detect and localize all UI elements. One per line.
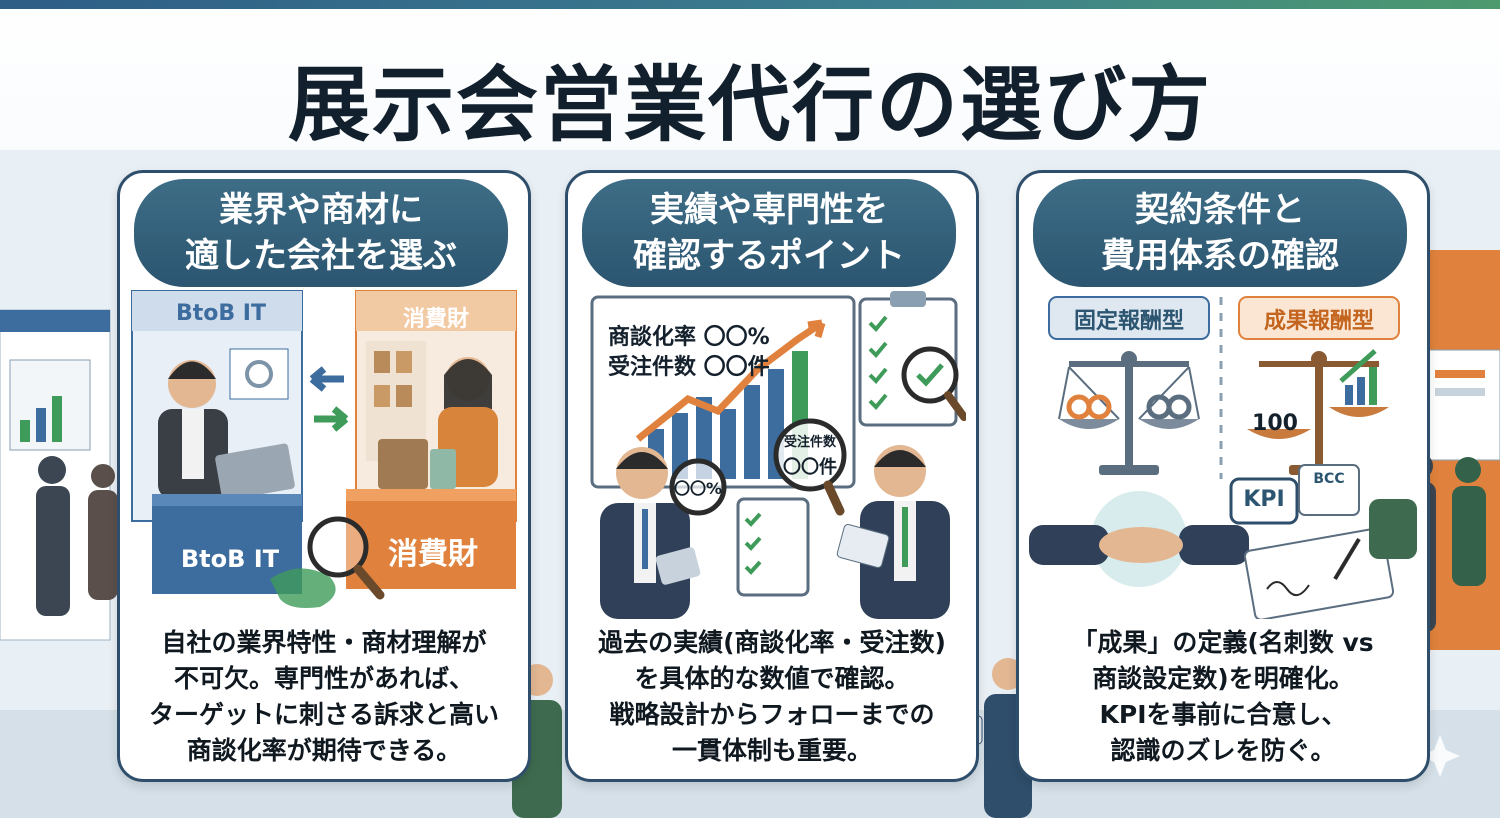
lens-rate-label: 〇〇% xyxy=(673,479,723,498)
card-industry-fit: 業界や商材に 適した会社を選ぶ xyxy=(117,170,531,782)
top-accent-bar xyxy=(0,0,1500,9)
card-heading-line2: 適した会社を選ぶ xyxy=(185,236,457,276)
desc-line: KPIを事前に合意し、 xyxy=(1099,700,1347,729)
counter-label-consumer-goods: 消費財 xyxy=(388,537,478,572)
contract-illustration: 固定報酬型 成果報酬型 100 KPI BCC xyxy=(1029,289,1417,621)
scale-value: 100 xyxy=(1252,411,1298,436)
desc-line: 一貫体制も重要。 xyxy=(671,736,872,765)
counter-label-btob-it: BtoB IT xyxy=(180,545,280,573)
board-conversion-rate: 商談化率 〇〇% xyxy=(608,325,770,350)
desc-line: 戦略設計からフォローまでの xyxy=(609,700,935,729)
desc-line: 商談設定数)を明確化。 xyxy=(1092,664,1354,693)
industry-scene-icon xyxy=(131,290,517,608)
card-contract-terms: 契約条件と 費用体系の確認 xyxy=(1016,170,1430,782)
bubble-bcc: BCC xyxy=(1313,471,1345,487)
card-description: 自社の業界特性・商材理解が 不可欠。専門性があれば、 ターゲットに刺さる訴求と高… xyxy=(130,625,518,769)
card-heading-line1: 業界や商材に xyxy=(219,190,423,230)
tag-btob-it: BtoB IT xyxy=(175,301,267,326)
lens-order-label-1: 受注件数 xyxy=(783,435,836,450)
bubble-kpi: KPI xyxy=(1243,487,1285,512)
tag-consumer-goods: 消費財 xyxy=(402,307,469,332)
contract-scene-icon xyxy=(1029,296,1417,621)
card-heading: 契約条件と 費用体系の確認 xyxy=(1033,179,1407,287)
card-heading: 実績や専門性を 確認するポイント xyxy=(582,179,956,287)
card-description: 「成果」の定義(名刺数 vs 商談設定数)を明確化。 KPIを事前に合意し、 認… xyxy=(1029,625,1417,769)
card-description: 過去の実績(商談化率・受注数) を具体的な数値で確認。 戦略設計からフォローまで… xyxy=(578,625,966,769)
card-heading: 業界や商材に 適した会社を選ぶ xyxy=(134,179,508,287)
type-performance-fee: 成果報酬型 xyxy=(1263,309,1374,334)
card-heading-line2: 確認するポイント xyxy=(633,236,905,276)
desc-line: ターゲットに刺さる訴求と高い xyxy=(148,700,499,729)
card-heading-line2: 費用体系の確認 xyxy=(1101,236,1339,276)
lens-order-label-2: 〇〇件 xyxy=(783,457,837,478)
desc-line: 商談化率が期待できる。 xyxy=(186,736,462,765)
desc-line: 認識のズレを防ぐ。 xyxy=(1110,736,1336,765)
card-heading-line1: 契約条件と xyxy=(1135,190,1305,230)
card-heading-line1: 実績や専門性を xyxy=(650,190,888,230)
desc-line: を具体的な数値で確認。 xyxy=(634,664,910,693)
track-record-scene-icon xyxy=(590,291,968,619)
type-fixed-fee: 固定報酬型 xyxy=(1073,309,1184,334)
card-track-record: 実績や専門性を 確認するポイント xyxy=(565,170,979,782)
desc-line: 自社の業界特性・商材理解が xyxy=(161,628,487,657)
desc-line: 「成果」の定義(名刺数 vs xyxy=(1072,628,1374,657)
industry-illustration: BtoB IT 消費財 BtoB IT 消費財 xyxy=(130,289,518,619)
page-title: 展示会営業代行の選び方 xyxy=(287,58,1212,153)
desc-line: 不可欠。専門性があれば、 xyxy=(173,664,474,693)
desc-line: 過去の実績(商談化率・受注数) xyxy=(598,628,946,657)
track-record-illustration: 商談化率 〇〇% 受注件数 〇〇件 〇〇% 受注件数 〇〇件 xyxy=(578,289,968,619)
board-order-count: 受注件数 〇〇件 xyxy=(608,355,770,380)
